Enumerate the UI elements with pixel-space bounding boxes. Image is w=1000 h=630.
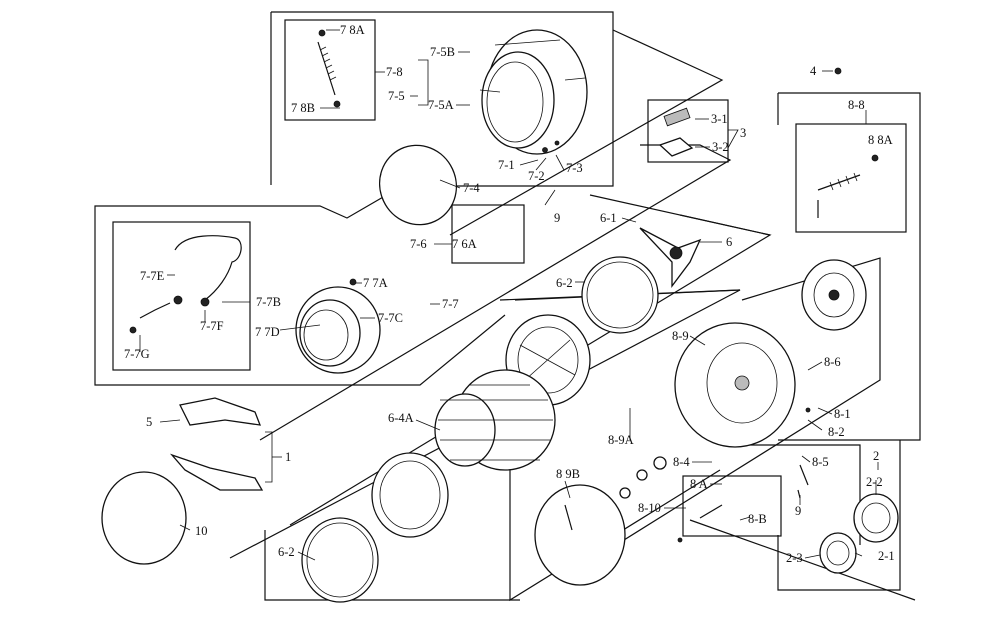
- callout-label: 7-1: [498, 158, 515, 172]
- seal-7-4: [378, 144, 458, 226]
- part-7-6-box: [451, 204, 525, 264]
- seal-6-2-upper: [581, 256, 659, 334]
- callout-label: 8 8A: [868, 133, 893, 147]
- callout-label: 7-6: [410, 237, 427, 251]
- door-frame-7-7: [295, 286, 381, 374]
- seal-6-2-lower: [301, 517, 379, 603]
- callout-label: 8-10: [638, 501, 661, 515]
- callout-label: 8 A: [690, 477, 708, 491]
- hose-7-8: [317, 29, 341, 108]
- callout-label: 7-8: [386, 65, 403, 79]
- callout-label: 2-3: [786, 551, 803, 565]
- callout-label: 7-5: [388, 89, 405, 103]
- callout-label: 9: [795, 504, 801, 518]
- callout-label: 8-4: [673, 455, 690, 469]
- callout-labels: 7 8A 7-8 7 8B 7-5B 7-5 7-5A 7-1 7-2 7-3 …: [124, 23, 895, 565]
- callout-label: 2: [873, 449, 879, 463]
- callout-label: 8-1: [834, 407, 851, 421]
- callout-label: 7 8A: [340, 23, 365, 37]
- part-8A-box: [682, 475, 782, 537]
- callout-label: 9: [554, 211, 560, 225]
- callout-label: 1: [285, 450, 291, 464]
- wire-harness-7-7: [129, 235, 242, 334]
- cover-2: [819, 493, 899, 574]
- hose-8-8: [817, 154, 879, 218]
- callout-label: 7 7D: [255, 325, 280, 339]
- callout-label: 7-7E: [140, 269, 165, 283]
- tub-front-7-5: [479, 29, 588, 155]
- motor-8-8: [801, 259, 867, 331]
- callout-label: 3-2: [712, 140, 729, 154]
- callout-label: 6-2: [278, 545, 295, 559]
- callout-label: 7 8B: [291, 101, 315, 115]
- part-3: [658, 107, 694, 157]
- callout-label: 2-1: [878, 549, 895, 563]
- callout-label: 7-7: [442, 297, 459, 311]
- callout-label: 7-7F: [200, 319, 224, 333]
- callout-label: 7-3: [566, 161, 583, 175]
- harness-7-7-box: [112, 221, 251, 371]
- spider-6-1: [639, 227, 702, 288]
- callout-label: 8-9: [672, 329, 689, 343]
- callout-label: 5: [146, 415, 152, 429]
- tub-back-8-9: [674, 322, 796, 448]
- callout-label: 7-7G: [124, 347, 150, 361]
- callout-label: 7-2: [528, 169, 545, 183]
- callout-label: 8-6: [824, 355, 841, 369]
- hose-7-8-box: [284, 19, 376, 121]
- glass-8-9B: [534, 484, 626, 586]
- callout-label: 8 9B: [556, 467, 580, 481]
- callout-label: 7 6A: [452, 237, 477, 251]
- callout-label: 2-2: [866, 475, 883, 489]
- callout-label: 7-7C: [378, 311, 403, 325]
- callout-label: 7-4: [463, 181, 480, 195]
- callout-label: 6-4A: [388, 411, 414, 425]
- callout-label: 7-7B: [256, 295, 281, 309]
- callout-label: 7-5A: [428, 98, 454, 112]
- callout-label: 6-1: [600, 211, 617, 225]
- callout-label: 10: [195, 524, 208, 538]
- drum-6: [434, 369, 556, 471]
- bolts-and-rings: [349, 67, 842, 543]
- callout-label: 3-1: [711, 112, 728, 126]
- callout-label: 6-2: [556, 276, 573, 290]
- callout-label: 8-B: [748, 512, 767, 526]
- callout-label: 7 7A: [363, 276, 388, 290]
- leader-lines: [139, 29, 879, 561]
- balancer-ring: [371, 452, 449, 538]
- part-3-box: [647, 99, 729, 163]
- hose-8-8-box: [795, 123, 907, 233]
- callout-label: 4: [810, 64, 817, 78]
- callout-label: 8-9A: [608, 433, 634, 447]
- callout-label: 3: [740, 126, 746, 140]
- callout-label: 8-2: [828, 425, 845, 439]
- callout-label: 8-8: [848, 98, 865, 112]
- callout-label: 8-5: [812, 455, 829, 469]
- callout-label: 7-5B: [430, 45, 455, 59]
- callout-label: 6: [726, 235, 732, 249]
- hinge-5: [169, 397, 264, 491]
- glass-10: [101, 471, 187, 565]
